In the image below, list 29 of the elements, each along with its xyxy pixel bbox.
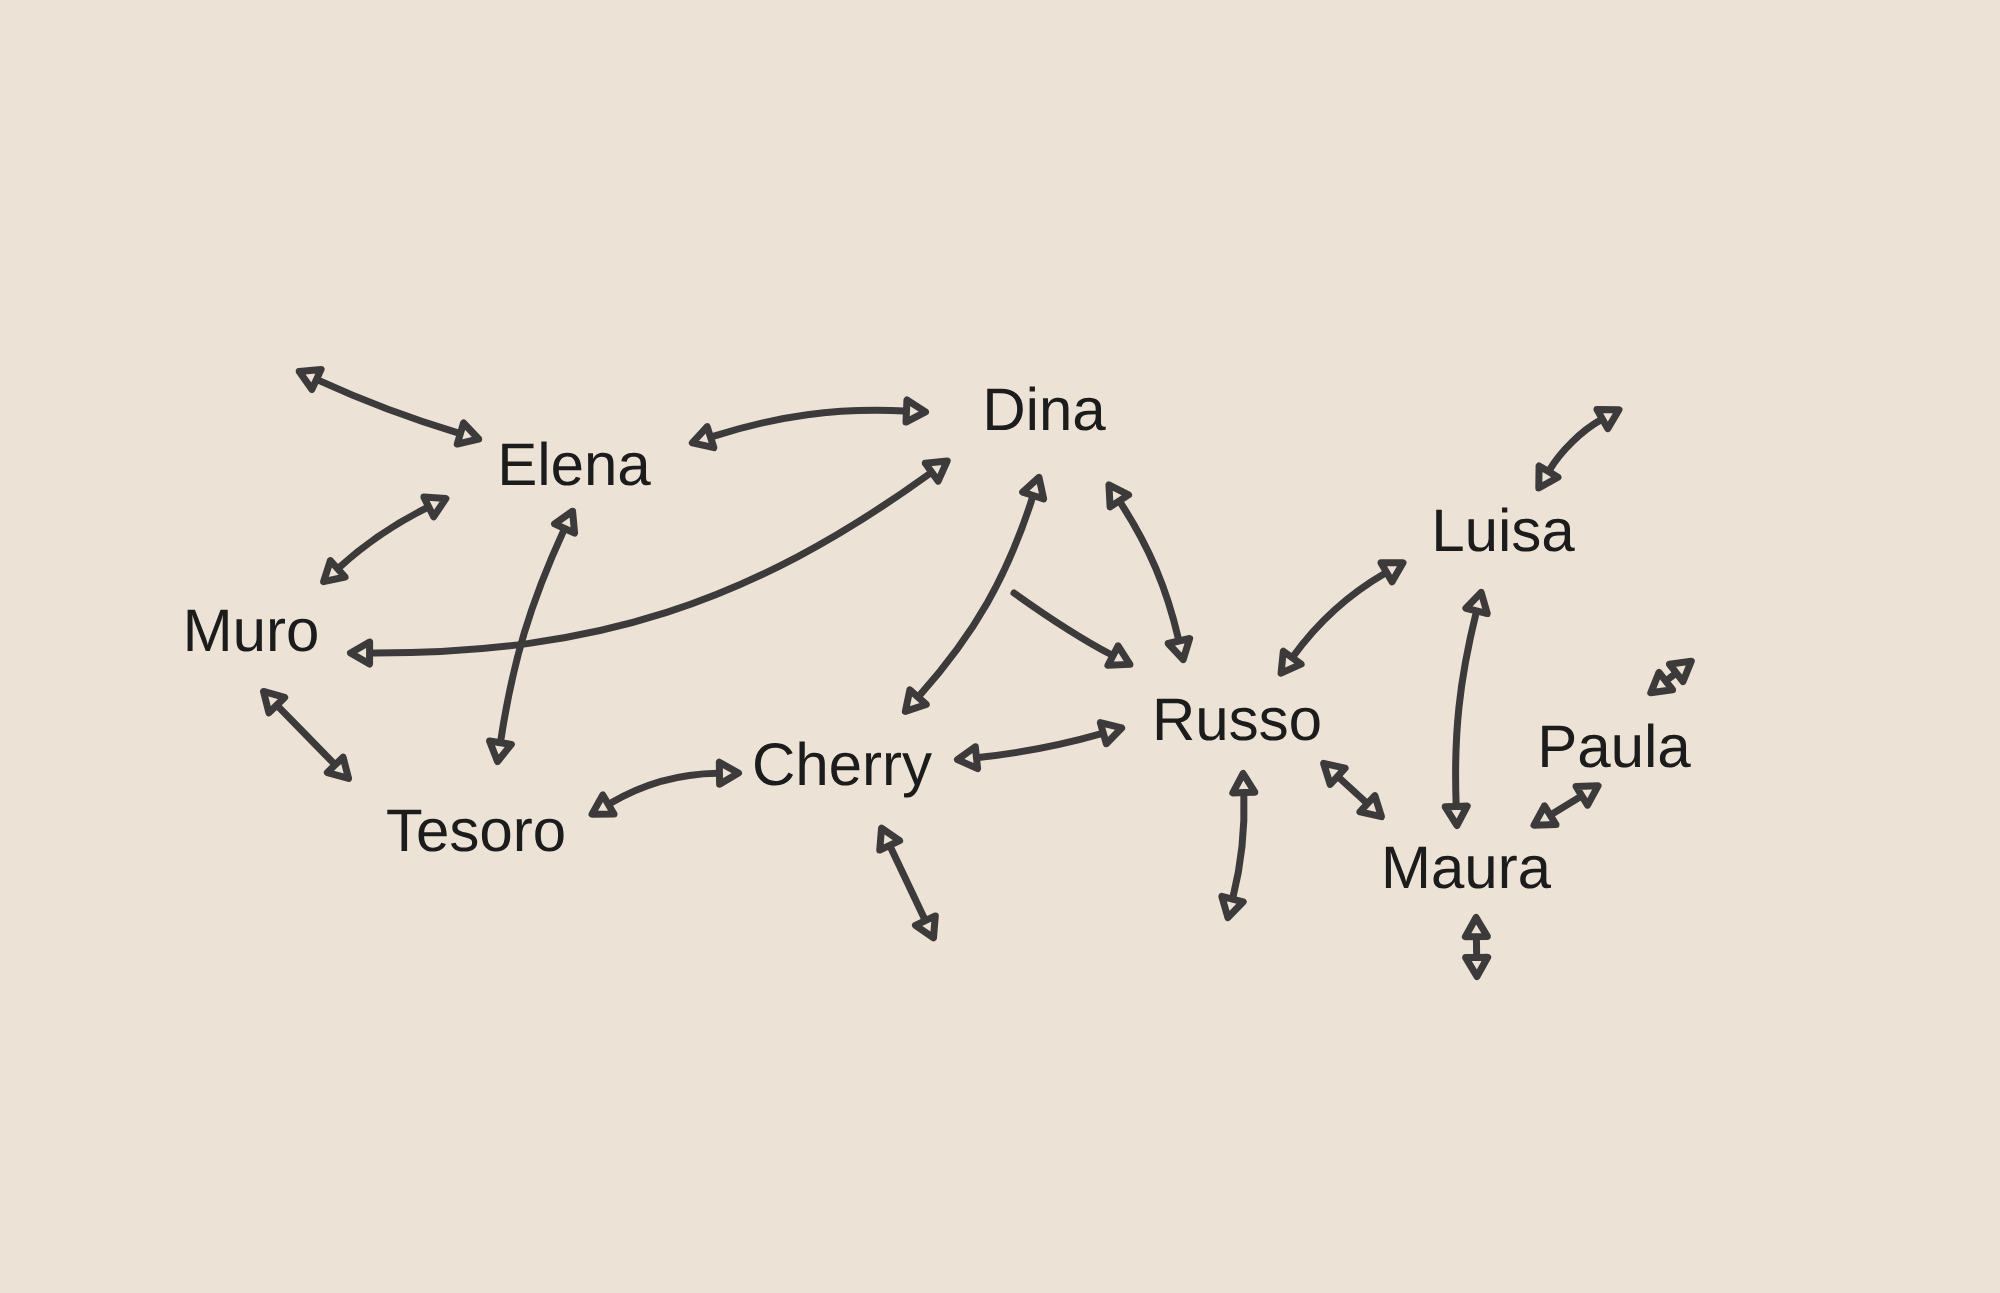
double-headed-arrow <box>1218 770 1259 922</box>
double-headed-arrow <box>588 758 742 818</box>
name-label: Paula <box>1542 723 1691 768</box>
double-headed-arrow <box>1277 559 1407 677</box>
double-headed-arrow <box>876 824 939 942</box>
name-label: Tesoro <box>387 809 564 852</box>
double-headed-arrow <box>1320 759 1385 821</box>
name-label: Dina <box>987 386 1106 431</box>
double-headed-arrow <box>1530 782 1602 829</box>
double-headed-arrow <box>295 365 483 448</box>
name-label: Cherry <box>755 741 932 798</box>
double-headed-arrow <box>1441 588 1491 829</box>
double-headed-arrow <box>688 396 929 452</box>
name-label: Maura <box>1385 846 1552 889</box>
double-headed-arrow <box>1105 481 1194 664</box>
double-headed-arrow <box>901 473 1048 715</box>
double-headed-arrow <box>320 493 450 586</box>
double-headed-arrow <box>259 688 353 782</box>
double-headed-arrow <box>954 719 1126 773</box>
name-label: Russo <box>1156 698 1320 741</box>
name-label: Muro <box>187 609 317 652</box>
double-headed-arrow <box>1535 405 1623 492</box>
name-label: Elena <box>502 441 651 486</box>
double-headed-arrow <box>486 507 579 766</box>
double-headed-arrow <box>1647 657 1695 697</box>
double-headed-arrow <box>1461 914 1492 980</box>
arrow <box>1010 589 1134 669</box>
name-label: Luisa <box>1436 507 1575 552</box>
double-headed-arrow <box>347 457 951 668</box>
